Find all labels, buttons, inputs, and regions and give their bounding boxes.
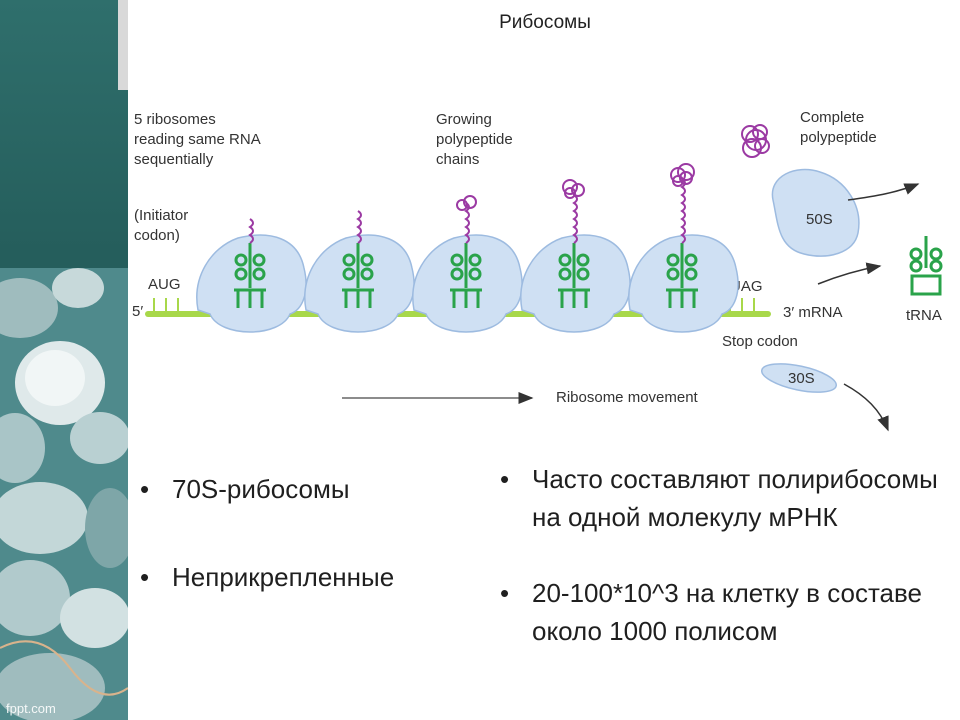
bound-trna-icon <box>342 243 374 308</box>
polypeptide-coil <box>456 195 477 211</box>
polypeptide-chain <box>680 178 686 244</box>
label-five-prime: 5′ <box>132 303 143 320</box>
polyribosome-diagram: 5 ribosomes reading same RNA sequentiall… <box>128 88 960 438</box>
left-decor-panel: fppt.com <box>0 0 128 720</box>
label-trna: tRNA <box>906 307 942 324</box>
complete-polypeptide-coil <box>741 124 770 158</box>
left-strip-decor <box>118 0 128 90</box>
arrow-to-complete <box>847 183 920 201</box>
label-growing-1: Growing <box>436 111 492 128</box>
watermark-text: fppt.com <box>6 701 56 716</box>
label-ribosome-movement: Ribosome movement <box>556 389 699 406</box>
free-trna-icon <box>909 236 943 296</box>
subunit-50s-shape <box>771 168 860 257</box>
label-growing-2: polypeptide <box>436 131 513 148</box>
label-50s: 50S <box>806 211 833 228</box>
aug-codon-ticks <box>153 298 179 312</box>
bound-trna-icon <box>558 243 590 308</box>
bullet-list-left: 70S-рибосомы Неприкрепленные <box>140 460 480 596</box>
subunit-30s-shape <box>760 363 838 393</box>
label-30s: 30S <box>788 370 815 387</box>
label-stop-codon: Stop codon <box>722 333 798 350</box>
bullet-item: Часто составляют полирибосомы на одной м… <box>500 460 950 536</box>
polypeptide-chain <box>248 218 254 244</box>
diagram-svg: 5 ribosomes reading same RNA sequentiall… <box>132 109 943 432</box>
label-complete-2: polypeptide <box>800 129 877 146</box>
label-five-ribosomes-1: 5 ribosomes <box>134 111 216 128</box>
label-aug: AUG <box>148 276 181 293</box>
label-initiator-2: codon) <box>134 227 180 244</box>
polypeptide-chain <box>572 194 578 244</box>
label-five-ribosomes-3: sequentially <box>134 151 214 168</box>
arrow-to-bottom <box>843 383 889 432</box>
label-initiator-1: (Initiator <box>134 207 188 224</box>
bound-trna-icon <box>234 243 266 308</box>
bullet-item: Неприкрепленные <box>140 558 480 596</box>
slide-title: Рибосомы <box>499 12 591 33</box>
ribosome-group <box>196 163 739 333</box>
polypeptide-coil <box>670 163 695 187</box>
label-growing-3: chains <box>436 151 479 168</box>
arrow-to-trna <box>817 262 882 285</box>
bound-trna-icon <box>666 243 698 308</box>
polypeptide-chain <box>464 202 470 244</box>
polypeptide-coil <box>562 179 585 199</box>
polypeptide-chain <box>356 210 362 244</box>
bullet-item: 70S-рибосомы <box>140 470 480 508</box>
bound-trna-icon <box>450 243 482 308</box>
label-five-ribosomes-2: reading same RNA <box>134 131 261 148</box>
bullet-item: 20-100*10^3 на клетку в составе около 10… <box>500 574 950 650</box>
label-complete-1: Complete <box>800 109 864 126</box>
bacteria-micrograph-image <box>0 268 128 720</box>
bullet-list-right: Часто составляют полирибосомы на одной м… <box>500 460 950 650</box>
label-three-prime-mrna: 3′ mRNA <box>783 304 843 321</box>
